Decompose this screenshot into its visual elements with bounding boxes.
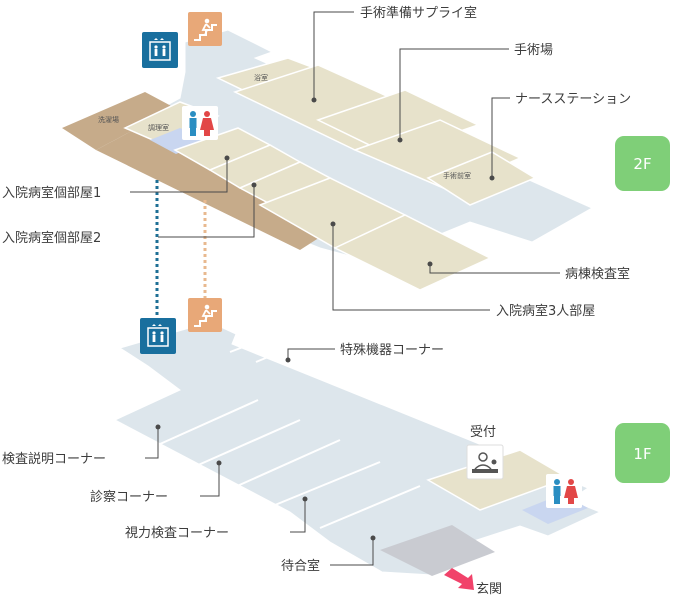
callout-leaders-1f	[145, 348, 376, 566]
label-ward3: 入院病室3人部屋	[496, 303, 595, 319]
label-nurse: ナースステーション	[515, 92, 631, 107]
svg-text:1F: 1F	[633, 445, 651, 463]
leader-dot	[370, 535, 376, 541]
svg-text:2F: 2F	[633, 155, 651, 173]
divider	[229, 341, 257, 353]
elevator-icon	[142, 32, 178, 68]
entrance-area	[380, 525, 495, 576]
leader-ward-exam	[429, 264, 560, 274]
leader-dot	[251, 182, 257, 188]
stairs-icon	[188, 298, 222, 332]
divider	[255, 351, 281, 363]
floor-badge-1f: 1F	[615, 423, 670, 483]
label-prep: 調理室	[148, 123, 169, 132]
divider	[159, 399, 259, 445]
floor-1f-plate	[113, 321, 602, 576]
floor-1f	[113, 321, 602, 576]
reception-desk-icon	[466, 444, 504, 480]
leader-dot	[489, 175, 495, 181]
leader-supply	[313, 11, 354, 100]
label-operating: 手術場	[514, 43, 553, 58]
leader-private2	[158, 185, 255, 238]
leader-waiting	[330, 538, 374, 566]
leader-dot	[302, 496, 308, 502]
leader-dot	[224, 155, 230, 161]
divider	[274, 461, 381, 506]
label-reception: 受付	[470, 425, 496, 440]
divider	[195, 419, 301, 467]
stairs-icon	[188, 12, 222, 46]
divider	[234, 439, 341, 488]
restroom-icon	[546, 474, 582, 508]
leader-special	[287, 348, 335, 360]
room-laundry-wing	[96, 108, 328, 250]
elevator-icon	[140, 318, 176, 354]
label-entrance: 玄関	[476, 582, 502, 597]
label-waiting: 待合室	[281, 558, 320, 574]
label-preop: 手術前室	[443, 171, 471, 180]
leader-private1	[130, 158, 228, 193]
label-bath: 浴室	[254, 73, 268, 82]
label-ward-exam: 病棟検査室	[565, 266, 630, 282]
leader-dot	[155, 424, 161, 430]
arrow-icon	[444, 568, 474, 590]
leader-dot	[427, 261, 433, 267]
leader-vision	[290, 499, 306, 533]
restroom-icon	[182, 106, 218, 140]
leader-nurse	[491, 97, 510, 178]
label-laundry: 洗濯場	[98, 115, 119, 124]
leader-dot	[330, 221, 336, 227]
leader-exam-explain	[145, 427, 159, 459]
leader-ward3	[332, 224, 490, 311]
label-special: 特殊機器コーナー	[340, 343, 444, 358]
room-operating-block	[316, 89, 480, 156]
floor-2f	[62, 29, 594, 291]
leader-operating	[399, 48, 509, 140]
room-preop	[426, 151, 537, 206]
leader-dot	[216, 460, 222, 466]
leader-dot	[397, 137, 403, 143]
leader-dot	[311, 97, 317, 103]
room-ward-exam	[333, 214, 492, 291]
divider	[319, 485, 421, 529]
callout-leaders-2f	[130, 11, 560, 311]
label-exam-explain: 検査説明コーナー	[2, 451, 106, 467]
label-supply: 手術準備サプライ室	[360, 5, 477, 21]
floor-badge-2f: 2F	[615, 136, 670, 191]
label-consult: 診察コーナー	[90, 489, 168, 505]
label-vision: 視力検査コーナー	[125, 526, 229, 541]
leader-dot	[285, 357, 291, 363]
leader-consult	[200, 463, 220, 497]
room-laundry	[62, 92, 175, 150]
label-private1: 入院病室個部屋1	[2, 185, 101, 201]
label-private2: 入院病室個部屋2	[2, 230, 101, 246]
